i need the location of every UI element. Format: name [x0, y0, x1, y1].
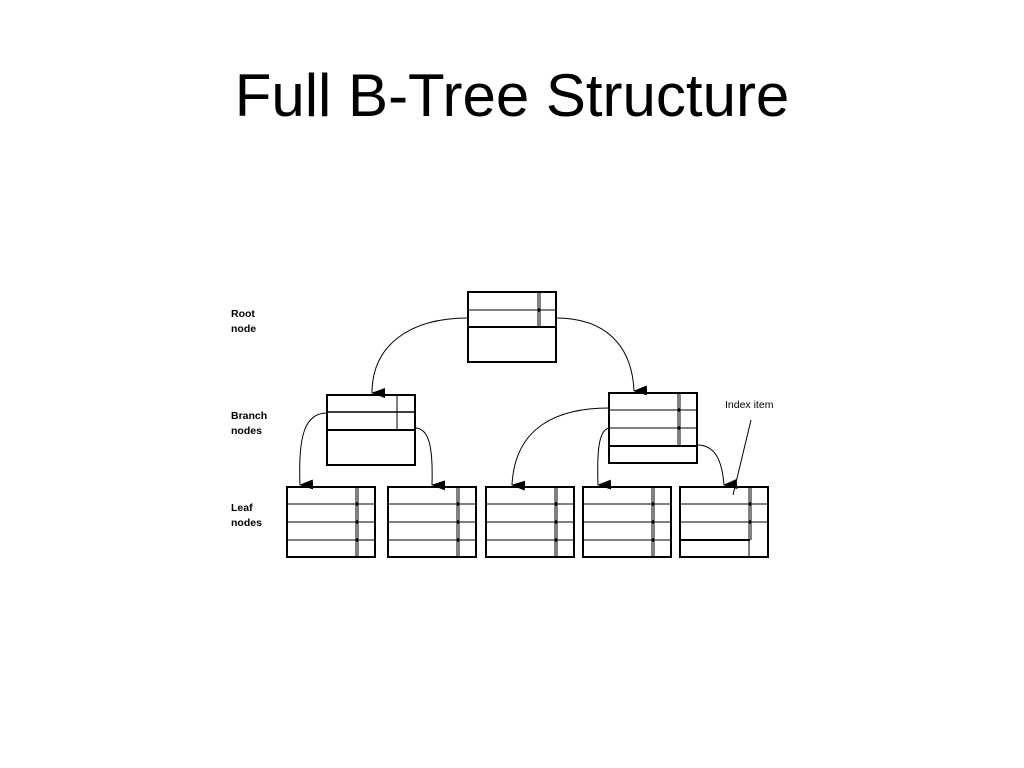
leaf-node-3 [485, 486, 575, 558]
arrow-branch-left-to-leaf-2 [414, 427, 446, 491]
root-node-label: Root node [231, 307, 291, 337]
leaf-nodes-label-line1: Leaf [231, 502, 253, 514]
leaf-node-2 [387, 486, 477, 558]
root-node-label-line2: node [231, 323, 257, 335]
arrow-branch-right-to-leaf-3 [511, 407, 610, 491]
leaf-node-1 [286, 486, 376, 558]
branch-nodes-label-line1: Branch [231, 410, 268, 422]
branch-nodes-label: Branch nodes [231, 409, 291, 439]
leaf-node-4 [582, 486, 672, 558]
leaf-nodes-label-line2: nodes [231, 517, 262, 529]
root-node-label-line1: Root [231, 308, 255, 320]
branch-node-right [608, 392, 698, 464]
branch-node-left [326, 394, 416, 466]
index-item-callout-label: Index item [725, 399, 774, 411]
arrow-branch-right-to-leaf-5 [696, 444, 738, 489]
slide-title: Full B-Tree Structure [234, 62, 790, 129]
arrow-root-to-branch-left [371, 317, 469, 399]
index-item-callout-line [732, 419, 752, 496]
branch-nodes-label-line2: nodes [231, 425, 262, 437]
leaf-node-5 [679, 486, 769, 558]
root-node [467, 291, 557, 363]
arrow-root-to-branch-right [555, 317, 648, 396]
leaf-nodes-label: Leaf nodes [231, 501, 291, 531]
arrow-branch-right-to-leaf-4 [597, 427, 612, 490]
arrow-branch-left-to-leaf-1 [299, 412, 328, 490]
